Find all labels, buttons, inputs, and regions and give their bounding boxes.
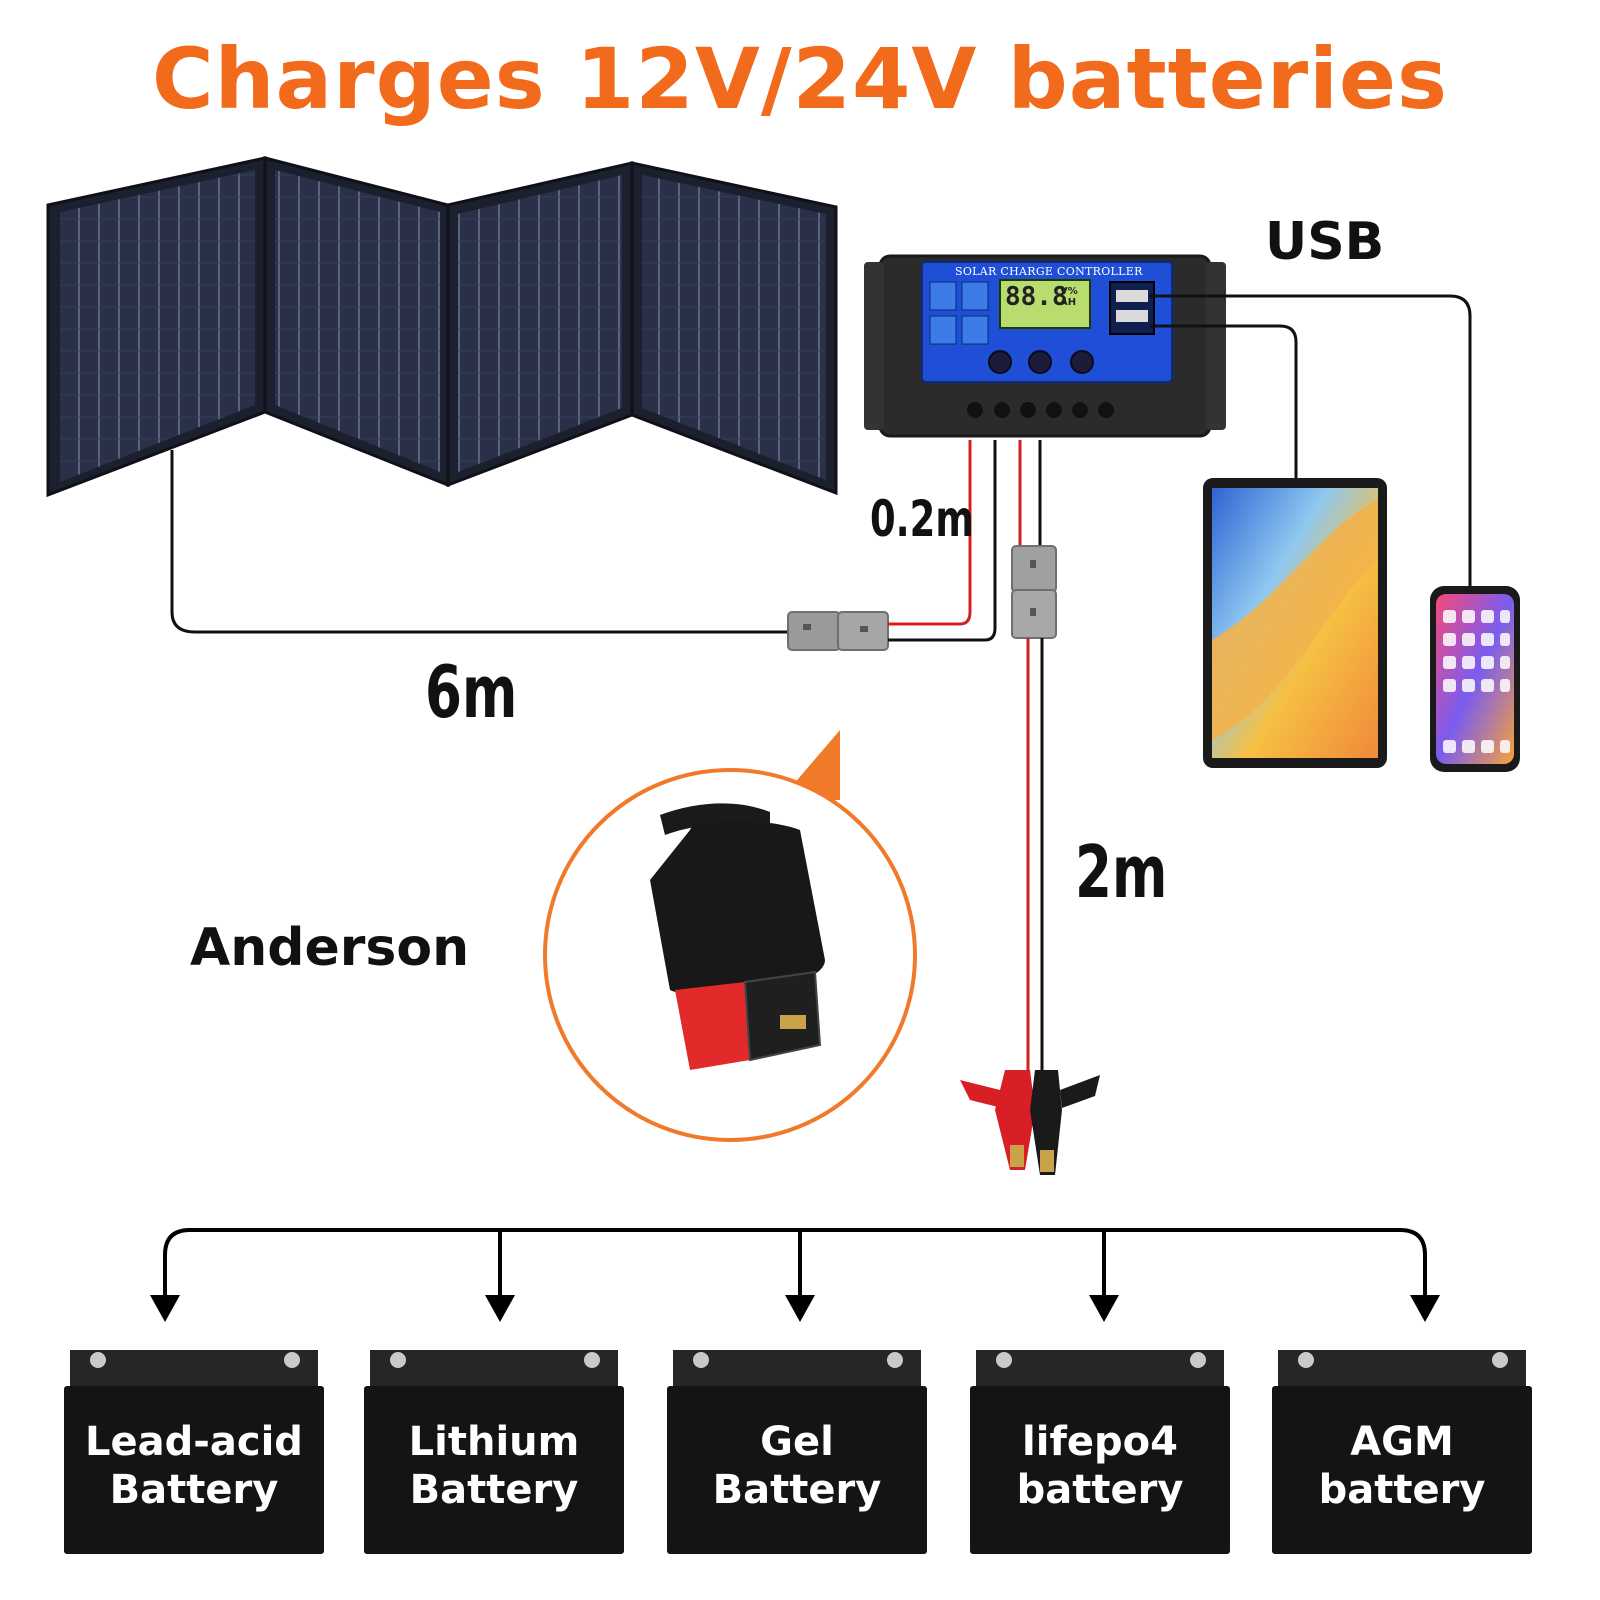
battery-label-agm: AGM battery [1277,1418,1527,1514]
phone [1430,586,1520,772]
anderson-zoom-callout [543,730,917,1142]
battery-type: Lithium [408,1419,580,1465]
anderson-label: Anderson [190,918,470,978]
battery-3 [667,1350,927,1554]
batteries [64,1350,1532,1554]
battery-4 [970,1350,1230,1554]
usb-cable-tablet [1150,324,1298,480]
black-clip [1030,1070,1100,1175]
usb-cable-phone [1150,294,1472,590]
battery-label-lead-acid: Lead-acid Battery [69,1418,319,1514]
charge-controller [864,254,1226,438]
anderson-connector-battery [1011,545,1057,639]
battery-word: battery [1318,1467,1486,1513]
battery-cable-length: 2m [1075,830,1168,914]
battery-label-lifepo4: lifepo4 battery [975,1418,1225,1514]
battery-5 [1272,1350,1532,1554]
battery-label-lithium: Lithium Battery [369,1418,619,1514]
red-clip [960,1070,1035,1170]
battery-2 [364,1350,624,1554]
controller-title: SOLAR CHARGE CONTROLLER [955,265,1143,278]
tablet [1203,478,1387,768]
battery-word: Battery [712,1467,882,1513]
page-title: Charges 12V/24V batteries [152,30,1448,128]
distribution-arrows [163,1228,1427,1300]
battery-type: lifepo4 [1022,1419,1178,1465]
solar-cable [170,450,790,634]
battery-type: AGM [1350,1419,1454,1465]
solar-panel [46,156,838,498]
battery-1 [64,1350,324,1554]
short-wire-black [888,440,997,642]
controller-display: 88.8 [1005,282,1068,312]
battery-label-gel: Gel Battery [672,1418,922,1514]
short-cable-length: 0.2m [870,490,974,548]
battery-type: Gel [760,1419,834,1465]
arrowheads [150,1295,1440,1322]
battery-word: Battery [109,1467,279,1513]
usb-label: USB [1265,212,1385,272]
short-wire-red [888,440,972,626]
controller-units: V% AH [1060,286,1078,308]
battery-word: battery [1016,1467,1184,1513]
anderson-connector-solar [787,611,889,651]
battery-word: Battery [409,1467,579,1513]
battery-type: Lead-acid [85,1419,303,1465]
solar-cable-length: 6m [425,650,518,734]
